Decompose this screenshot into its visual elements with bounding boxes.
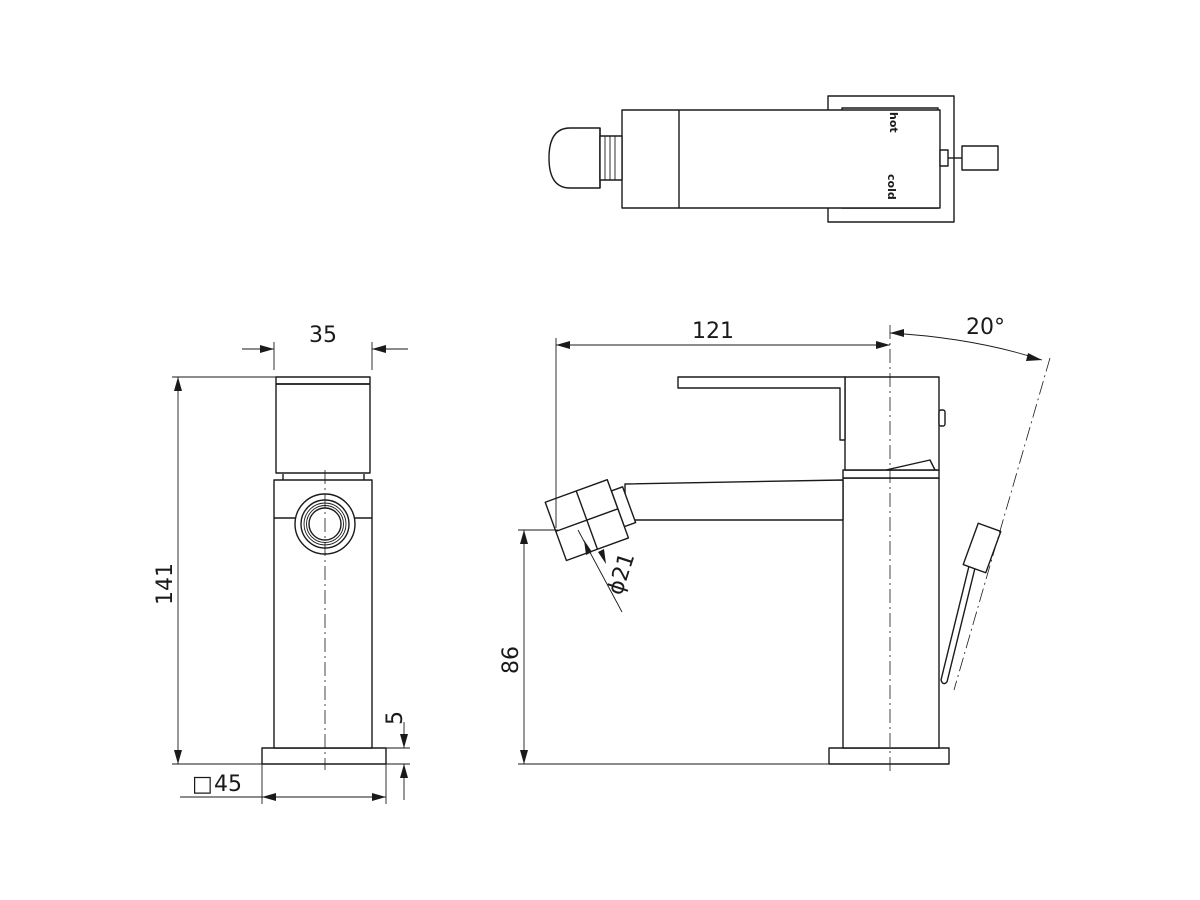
dimension-total-height: 141	[153, 376, 276, 765]
square-symbol: □	[192, 772, 213, 797]
dimension-35-label: 35	[309, 323, 337, 348]
hot-marking: hot	[887, 112, 900, 133]
dimension-base-square: □ 45	[180, 764, 387, 804]
dimension-21-label: 21	[608, 550, 640, 584]
dimension-lever-angle: 20°	[889, 315, 1043, 361]
dimension-base-thickness: 5	[383, 711, 410, 800]
dimension-45-label: 45	[214, 772, 242, 797]
dimension-141-label: 141	[153, 563, 178, 605]
front-view-lever-handle	[275, 376, 371, 474]
side-view-base	[828, 747, 950, 765]
side-view-spray-head	[544, 478, 637, 562]
side-view-spout-arm	[624, 479, 844, 521]
dimension-121-label: 121	[692, 319, 734, 344]
dimension-body-width: 35	[242, 323, 408, 370]
side-view-lever	[677, 376, 846, 441]
top-view: hot cold	[548, 95, 999, 223]
dimension-spray-height: 86	[499, 529, 829, 765]
top-view-spray-collar	[599, 135, 623, 181]
top-view-rod-stub	[939, 149, 949, 167]
top-view-body	[621, 109, 941, 209]
dimension-reach: 121	[555, 319, 890, 528]
top-view-lift-rod-knob	[961, 145, 999, 171]
side-view-lift-rod-knob	[962, 522, 1002, 574]
dimension-86-label: 86	[499, 646, 524, 674]
front-view-base	[261, 747, 387, 765]
cold-marking: cold	[885, 174, 898, 200]
side-view-cartridge	[844, 376, 940, 471]
dimension-5-label: 5	[383, 711, 408, 725]
dimension-spray-diameter: ϕ21	[577, 529, 640, 613]
dimension-20-degree-label: 20°	[966, 315, 1005, 340]
svg-text:ϕ21: ϕ21	[603, 550, 640, 598]
front-view	[261, 376, 387, 770]
side-view	[544, 325, 1051, 772]
side-view-body	[842, 477, 940, 749]
top-view-spray-head	[548, 127, 601, 189]
